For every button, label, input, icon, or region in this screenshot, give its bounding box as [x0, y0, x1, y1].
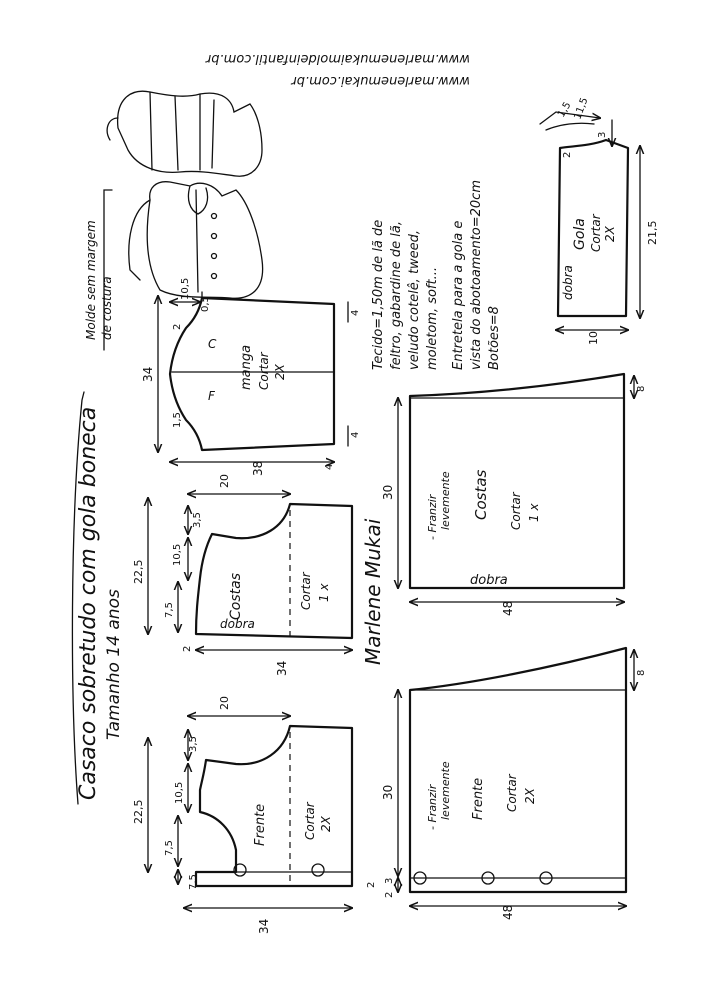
frente-top-dim-7-5a: 7,5	[164, 840, 175, 856]
gola-cut: Cortar	[589, 213, 603, 252]
gola-dim-2: 11,5	[572, 96, 590, 121]
gola-fold: dobra	[561, 265, 575, 300]
manga-name: manga	[239, 345, 254, 390]
gola-dim-1: 1,5	[556, 100, 573, 119]
note-line-2: de costura	[100, 276, 114, 340]
costas-top-dim-20: 20	[218, 474, 231, 488]
signature-text: Marlene Mukai	[361, 518, 385, 665]
title-underline	[71, 391, 85, 805]
frente-top-dim-34: 34	[257, 919, 271, 934]
costas-top-dim-7-5: 7,5	[164, 602, 175, 618]
coat-sketch-back	[106, 90, 263, 177]
costas-top-name: Costas	[228, 573, 244, 620]
costas-top-fold: dobra	[220, 617, 255, 631]
costas-skirt-fold: dobra	[470, 573, 508, 588]
signature: Marlene Mukai	[361, 518, 385, 665]
costas-skirt-gather-1: - Franzir	[426, 493, 439, 540]
gola-dim-6: 10	[587, 331, 600, 345]
costas-top-cut: Cortar	[299, 571, 313, 610]
materials-line-5: Entretela para a gola e	[451, 221, 466, 370]
costas-skirt-cut: Cortar	[509, 491, 523, 530]
costas-skirt-dim-48: 48	[501, 601, 515, 616]
manga-dim-2: 2	[172, 324, 183, 330]
gola-qty: 2X	[603, 225, 617, 242]
costas-skirt-name: Costas	[472, 469, 490, 520]
manga-dim-34: 34	[141, 367, 155, 382]
costas-top-dim-3-5: 3,5	[192, 512, 203, 528]
costas-top-dim-22-5: 22,5	[132, 560, 145, 585]
note-bracket	[103, 189, 113, 351]
gola-dim-3: 3	[597, 132, 608, 138]
frente-skirt-dim-8: 8	[636, 670, 647, 676]
materials-line-1: Tecido=1,50m de lã de	[371, 220, 386, 370]
coat-sketch-front	[128, 181, 264, 299]
frente-skirt-cut: Cortar	[505, 773, 519, 812]
frente-top-name: Frente	[253, 804, 268, 846]
costas-top-qty: 1 x	[317, 583, 331, 602]
materials-line-3: veludo cotelê, tweed,	[407, 230, 422, 370]
piece-frente-skirt: - Franzir levemente Frente Cortar 2X 30 …	[381, 646, 647, 920]
website-1: www.marlenemukaimoldeinfantil.com.br	[204, 51, 470, 66]
page-subtitle: Tamanho 14 anos	[104, 589, 124, 740]
manga-dim-0-5: 0,5	[200, 296, 211, 312]
frente-top-dim-2: 2	[366, 882, 377, 888]
costas-skirt-qty: 1 x	[527, 503, 541, 522]
manga-dim-4a: 4	[350, 310, 361, 316]
costas-skirt-dim-8: 8	[636, 386, 647, 392]
manga-cut: Cortar	[257, 351, 271, 390]
manga-qty: 2X	[273, 363, 287, 380]
costas-top-dim-34: 34	[275, 661, 289, 676]
frente-skirt-dim-48: 48	[501, 905, 515, 920]
frente-top-dim-7-5b: 7,5	[188, 874, 199, 890]
frente-skirt-gather-1: - Franzir	[426, 783, 439, 830]
materials-line-7: Botões=8	[487, 306, 502, 370]
costas-skirt-gather-2: levemente	[439, 471, 452, 530]
websites: www.marlenemukaimoldeinfantil.com.br www…	[204, 51, 470, 88]
frente-top-dim-20: 20	[218, 696, 231, 710]
materials-line-2: feltro, gabardine de lã,	[389, 221, 404, 370]
gola-dim-5: 21,5	[646, 221, 659, 246]
frente-skirt-dim-3: 3	[384, 878, 395, 884]
piece-frente-top: Frente Cortar 2X 22,5 20 3,5 10,5 7,5 7,…	[132, 696, 377, 934]
note-line-1: Molde sem margem	[84, 220, 98, 340]
piece-costas-top: Costas Cortar 1 x dobra 22,5 20 3,5 10,5…	[132, 474, 354, 676]
website-2: www.marlenemukai.com.br	[290, 73, 470, 88]
manga-dim-10-5: 10,5	[180, 278, 191, 300]
gola-name: Gola	[572, 218, 588, 250]
frente-skirt-dim-30: 30	[381, 785, 395, 800]
frente-top-dim-22-5: 22,5	[132, 800, 145, 825]
title-block: Casaco sobretudo com gola boneca Tamanho…	[76, 407, 124, 800]
manga-dim-4b: 4	[350, 432, 361, 438]
manga-label-c: C	[208, 337, 217, 351]
materials-line-6: vista do abotoamento=20cm	[469, 180, 484, 370]
frente-skirt-dim-2: 2	[384, 892, 395, 898]
manga-dim-1-5: 1,5	[172, 412, 183, 428]
piece-gola: Gola Cortar 2X dobra 1,5 11,5 3 2 21,5 1…	[539, 96, 659, 345]
costas-skirt-dim-30: 30	[381, 485, 395, 500]
page-title: Casaco sobretudo com gola boneca	[76, 407, 101, 800]
frente-skirt-gather-2: levemente	[439, 761, 452, 820]
manga-dim-38: 38	[251, 461, 265, 476]
costas-top-dim-2: 2	[182, 646, 193, 652]
frente-top-cut: Cortar	[303, 801, 317, 840]
manga-dim-4c: 4	[324, 464, 335, 470]
frente-skirt-qty: 2X	[523, 787, 537, 804]
materials-line-4: moletom, soft...	[425, 267, 440, 370]
gola-dim-4: 2	[562, 152, 573, 158]
frente-skirt-name: Frente	[471, 778, 486, 820]
piece-costas-skirt: - Franzir levemente Costas Cortar 1 x do…	[381, 372, 647, 616]
costas-top-dim-10-5: 10,5	[172, 544, 183, 566]
materials-block: Tecido=1,50m de lã de feltro, gabardine …	[371, 180, 502, 370]
frente-top-qty: 2X	[319, 815, 333, 832]
note-block: Molde sem margem de costura	[84, 220, 114, 340]
frente-top-dim-3-5: 3,5	[188, 736, 199, 752]
piece-manga: C F manga Cortar 2X 34 38 10,5 0,5 2 1,5…	[141, 278, 361, 476]
manga-label-f: F	[208, 389, 216, 403]
frente-top-dim-10-5: 10,5	[174, 782, 185, 804]
